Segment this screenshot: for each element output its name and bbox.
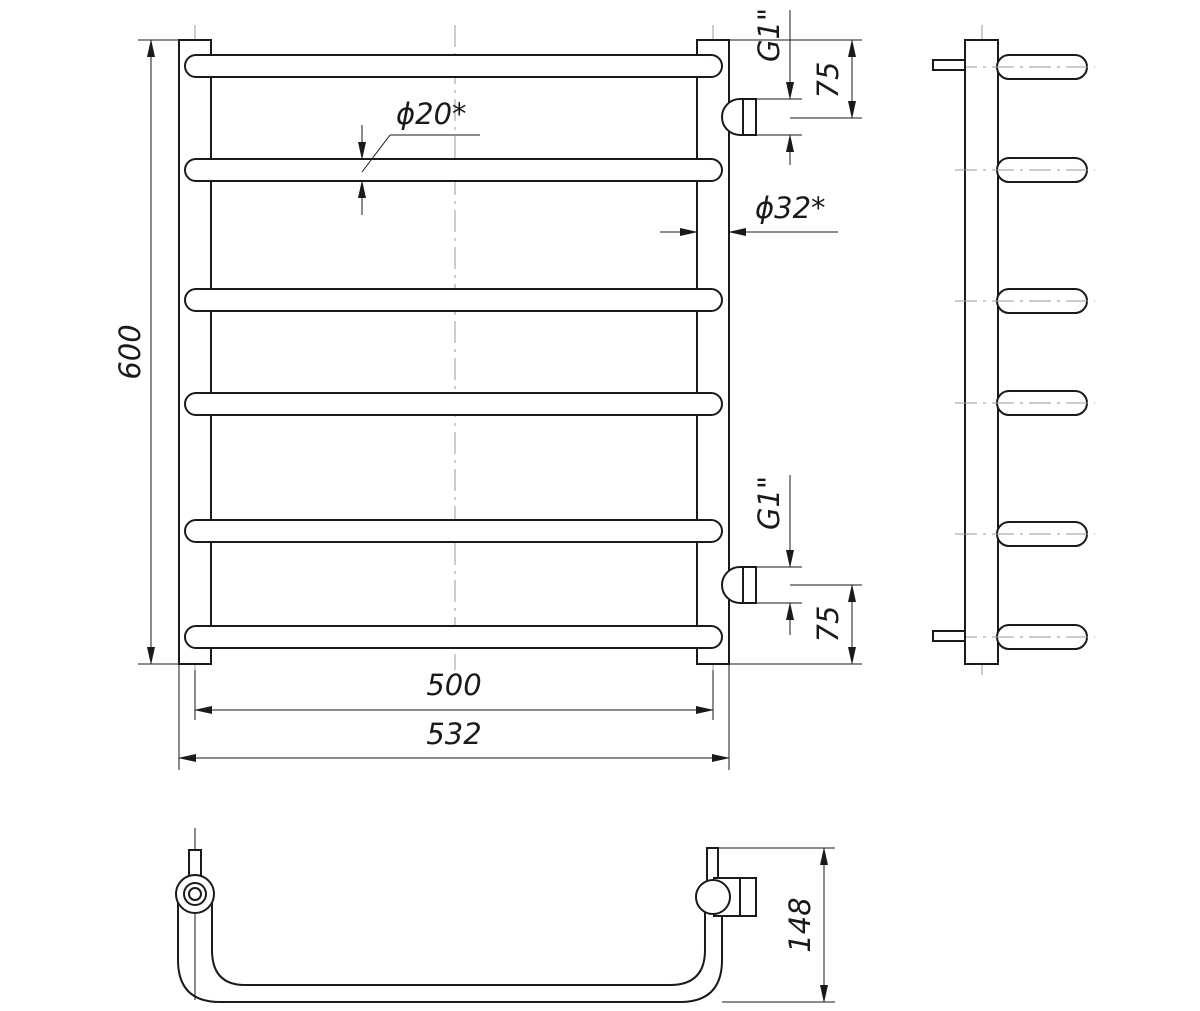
dim-height-600: 600 bbox=[113, 324, 147, 379]
plan-left-fitting bbox=[175, 849, 215, 914]
thread-label-bottom: G1" bbox=[752, 476, 786, 530]
rung bbox=[184, 392, 723, 416]
fitting-top bbox=[721, 98, 757, 136]
dim-rail-diameter: ϕ32* bbox=[755, 191, 826, 225]
dim-width-532: 532 bbox=[426, 717, 481, 751]
wall-pin-top bbox=[932, 59, 966, 71]
wall-pin-bottom bbox=[932, 630, 966, 642]
side-rail bbox=[964, 39, 999, 665]
dim-rung-diameter: ϕ20* bbox=[396, 97, 467, 131]
rung bbox=[184, 625, 723, 649]
rungs bbox=[184, 54, 723, 649]
dim-depth-148: 148 bbox=[783, 897, 817, 952]
plan-view: 148 bbox=[175, 828, 835, 1003]
dim-offset-bottom-75: 75 bbox=[811, 606, 845, 643]
side-rungs bbox=[996, 54, 1088, 650]
thread-label-top: G1" bbox=[752, 8, 786, 62]
fitting-bottom bbox=[721, 566, 757, 604]
rung bbox=[184, 54, 723, 78]
rung bbox=[184, 519, 723, 543]
dim-width-500: 500 bbox=[426, 668, 481, 702]
rung bbox=[184, 158, 723, 182]
left-rail bbox=[178, 39, 212, 665]
right-rail bbox=[696, 39, 730, 665]
plan-right-fitting bbox=[695, 847, 757, 917]
dim-offset-top-75: 75 bbox=[811, 62, 845, 99]
front-view: 600 500 532 ϕ20* ϕ32* G1" 75 bbox=[113, 8, 862, 770]
rung bbox=[184, 288, 723, 312]
side-view bbox=[932, 25, 1095, 675]
